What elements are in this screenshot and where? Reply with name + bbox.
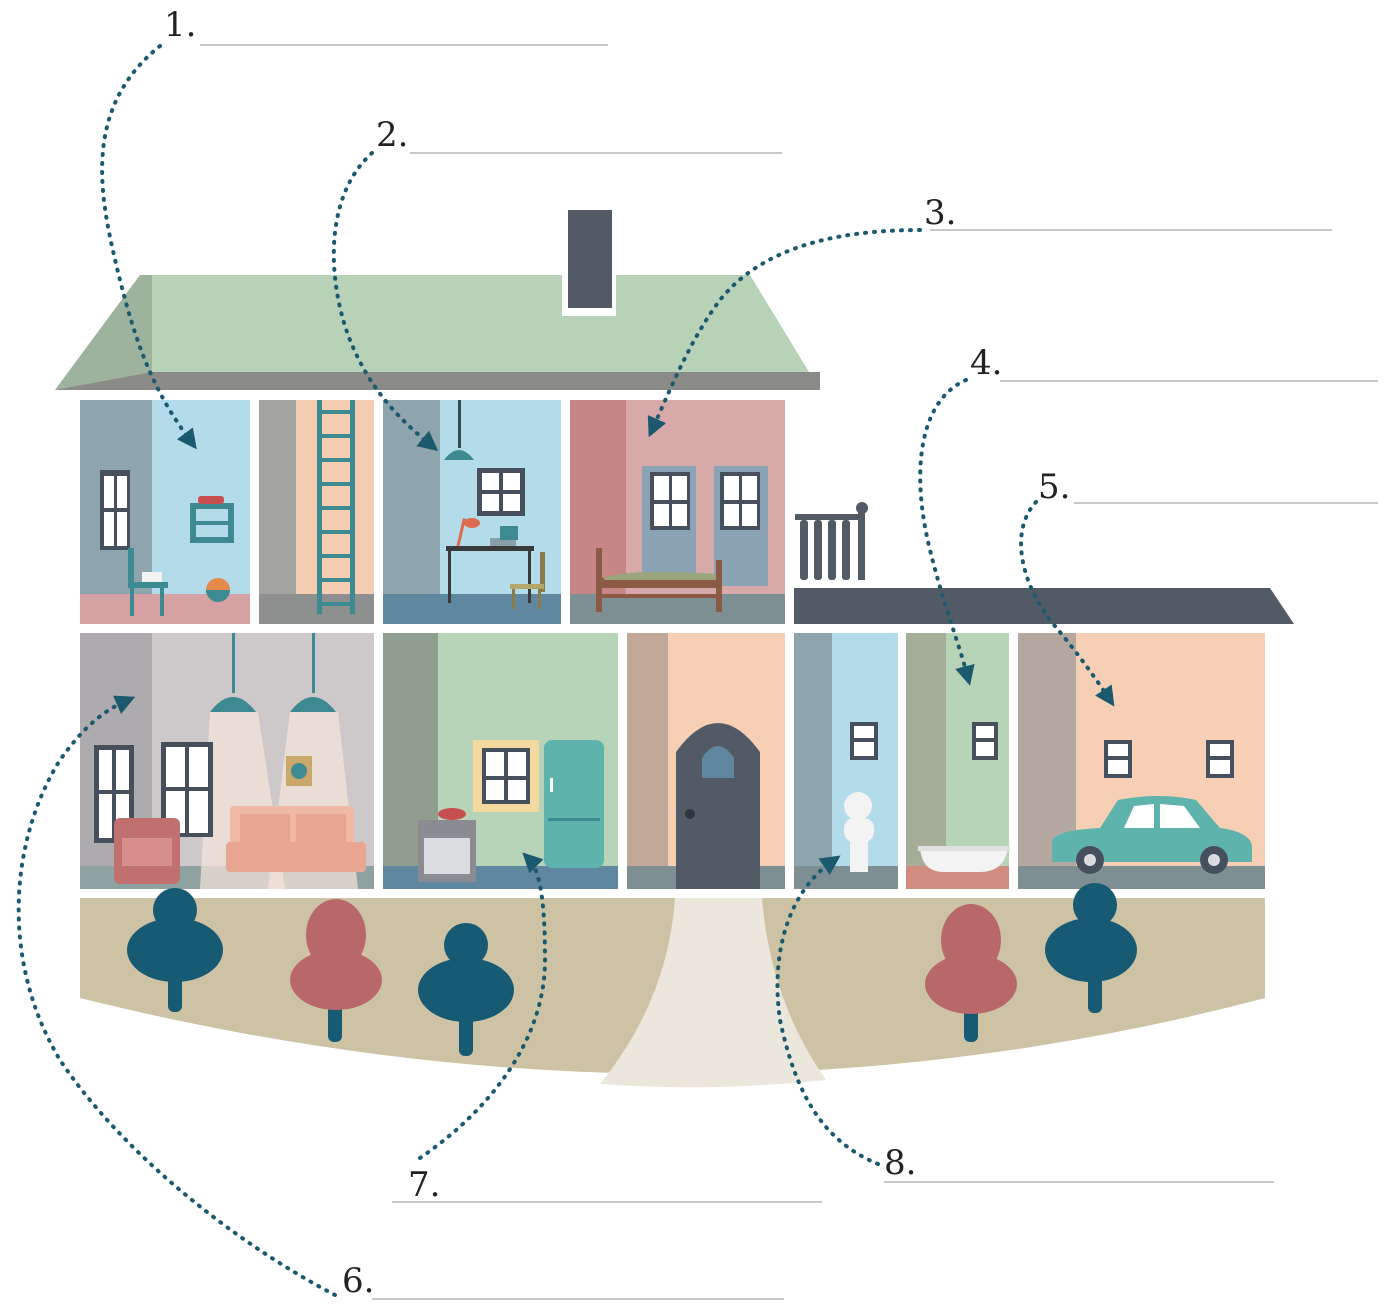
- room-living-room: [80, 633, 374, 889]
- window-icon: [100, 470, 130, 550]
- pointer-arrows: [16, 44, 1115, 1297]
- answer-line-4[interactable]: [1000, 380, 1378, 382]
- answer-line-1[interactable]: [200, 44, 608, 46]
- arrow-6: [16, 695, 337, 1297]
- window-icon: [972, 722, 998, 760]
- chair-icon: [510, 552, 545, 609]
- window-icon: [714, 466, 768, 586]
- stove-icon: [418, 808, 476, 882]
- window-icon: [473, 740, 539, 812]
- label-2-number: 2.: [376, 115, 409, 155]
- ball-icon: [206, 578, 230, 602]
- room-study: [383, 400, 561, 624]
- picture-frame-icon: [286, 756, 312, 786]
- window-icon: [161, 742, 213, 837]
- label-1-number: 1.: [164, 5, 197, 45]
- tree-icon: [127, 888, 223, 1012]
- label-6-number: 6.: [342, 1261, 375, 1301]
- label-7-number: 7.: [408, 1165, 441, 1205]
- arrow-4: [918, 378, 975, 686]
- room-bedroom: [570, 400, 785, 624]
- arrow-2: [331, 151, 439, 452]
- ceiling-lamp-icon: [290, 633, 336, 712]
- fridge-icon: [544, 740, 604, 868]
- room-toilet: [794, 633, 898, 889]
- balcony: [794, 502, 1294, 624]
- car-icon: [1052, 796, 1252, 874]
- tree-icon: [418, 923, 514, 1056]
- ceiling-lamp-icon: [210, 633, 256, 712]
- window-icon: [850, 722, 878, 760]
- label-3-number: 3.: [924, 193, 957, 233]
- arrow-7: [418, 852, 548, 1160]
- room-kids-bedroom: [80, 400, 250, 624]
- front-door-icon: [676, 723, 760, 889]
- window-icon: [642, 466, 696, 586]
- room-hallway: [627, 633, 785, 889]
- arrow-1: [100, 44, 197, 450]
- toilet-icon: [844, 792, 874, 872]
- ceiling-lamp-icon: [444, 400, 474, 460]
- tree-icon: [1045, 883, 1137, 1013]
- answer-line-8[interactable]: [884, 1181, 1274, 1183]
- desk-icon: [446, 526, 534, 603]
- bathtub-icon: [918, 846, 1010, 872]
- room-attic-ladder: [259, 400, 374, 624]
- label-8-number: 8.: [884, 1143, 917, 1183]
- answer-line-7[interactable]: [392, 1201, 822, 1203]
- armchair-icon: [114, 818, 180, 884]
- answer-line-6[interactable]: [372, 1298, 784, 1300]
- tree-icon: [925, 904, 1017, 1042]
- chimney: [562, 208, 616, 316]
- answer-line-2[interactable]: [410, 152, 782, 154]
- answer-line-3[interactable]: [930, 229, 1332, 231]
- room-kitchen: [383, 633, 618, 889]
- ladder-icon: [317, 400, 355, 614]
- desk-lamp-icon: [456, 518, 480, 547]
- answer-line-5[interactable]: [1074, 502, 1378, 504]
- chair-icon: [128, 548, 168, 616]
- bed-icon: [596, 548, 722, 612]
- label-4-number: 4.: [970, 343, 1003, 383]
- window-icon: [1104, 740, 1132, 778]
- arrow-5: [1019, 500, 1115, 707]
- label-5-number: 5.: [1038, 467, 1071, 507]
- room-bathroom: [906, 633, 1010, 889]
- room-garage: [1018, 633, 1265, 889]
- window-icon: [477, 468, 525, 516]
- sofa-icon: [226, 806, 366, 872]
- tree-icon: [290, 899, 382, 1042]
- shelf-icon: [190, 496, 234, 543]
- window-icon: [1206, 740, 1234, 778]
- roof: [55, 275, 820, 390]
- arrow-3: [647, 228, 922, 438]
- arrow-8: [775, 855, 880, 1166]
